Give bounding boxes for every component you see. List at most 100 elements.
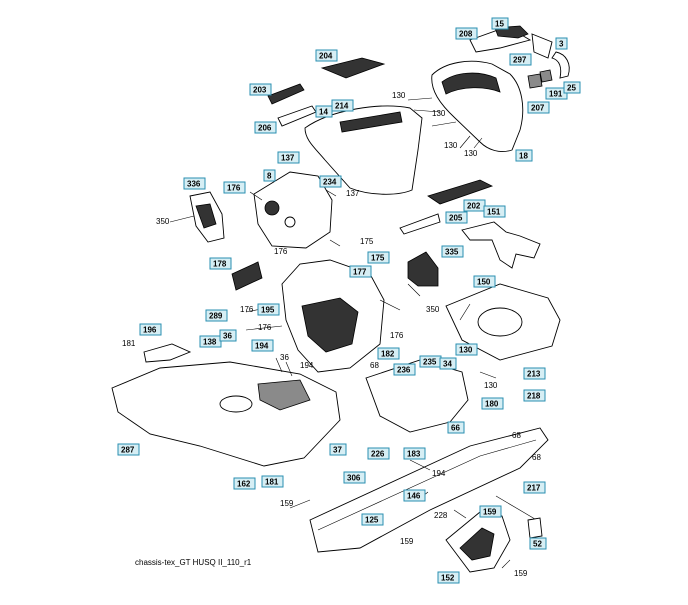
callout-number: 3 [559,40,564,49]
callout-frame [343,471,366,484]
part-side-336-vent [195,203,217,229]
part-callout-box: 335 [441,245,464,258]
callout-frame [509,53,532,66]
callout-plain-number: 68 [512,431,521,440]
part-callout-box: 8 [263,169,276,182]
part-callout-box: 196 [139,323,162,336]
callout-frame [257,303,280,316]
part-panel-204 [320,57,386,79]
part-callout-box: 203 [249,83,272,96]
callout-frame [254,121,277,134]
callout-number: 15 [495,20,504,29]
part-callout-box: 218 [523,389,546,402]
callout-plain-number: 181 [122,339,136,348]
callout-number: 183 [407,450,421,459]
part-callout-box: 125 [361,513,384,526]
callout-number: 152 [441,574,455,583]
part-callout-box: 159 [479,505,502,518]
part-footplate-37 [111,361,341,467]
callout-number: 202 [467,202,481,211]
callout-number: 138 [203,338,217,347]
callout-plain-number: 68 [370,361,379,370]
boxed-callouts: 1520832972042032141420619120725137823418… [117,17,581,584]
callout-frame [455,343,478,356]
part-callout-box: 213 [523,367,546,380]
part-callout-box: 183 [403,447,426,460]
part-callout-box: 14 [315,105,333,118]
callout-frame [315,49,338,62]
callout-frame [183,177,206,190]
callout-plain-number: 130 [484,381,498,390]
callout-number: 146 [407,492,421,501]
part-callout-box: 235 [419,355,442,368]
part-callout-box: 214 [331,99,354,112]
callout-frame [233,477,256,490]
part-callout-box: 52 [529,537,547,550]
part-strip-205 [399,213,441,235]
callout-frame [523,481,546,494]
callout-number: 306 [347,474,361,483]
part-callout-box: 181 [261,475,284,488]
callout-frame [447,421,465,434]
callout-frame [437,571,460,584]
callout-frame [439,357,457,370]
part-dash-knob [284,216,296,228]
callout-plain-number: 130 [432,109,446,118]
part-grille-178 [231,261,263,291]
callout-number: 208 [459,30,473,39]
part-plate-hole [477,307,523,337]
callout-frame [349,265,372,278]
callout-number: 235 [423,358,437,367]
callout-frame [251,339,274,352]
callout-frame [377,347,400,360]
part-callout-box: 297 [509,53,532,66]
part-clip-207 [527,73,543,89]
part-callout-box: 15 [491,17,509,30]
callout-frame [403,489,426,502]
part-console-inset [301,297,359,353]
callout-number: 194 [255,342,269,351]
part-panel-206 [277,105,317,127]
callout-frame [329,443,347,456]
callout-number: 203 [253,86,267,95]
part-callout-box: 3 [555,37,568,50]
callout-number: 177 [353,268,367,277]
callout-frame [249,83,272,96]
part-callout-box: 208 [455,27,478,40]
callout-frame [209,257,232,270]
callout-number: 37 [333,446,342,455]
part-callout-box: 234 [319,175,342,188]
callout-frame [479,505,502,518]
callout-plain-number: 68 [532,453,541,462]
callout-number: 234 [323,178,337,187]
part-callout-box: 137 [277,151,300,164]
part-callout-box: 162 [233,477,256,490]
callout-frame [481,397,504,410]
callout-frame [263,169,276,182]
callout-plain-number: 159 [280,499,294,508]
callout-number: 8 [267,172,272,181]
callout-plain-number: 137 [346,189,360,198]
part-callout-box: 177 [349,265,372,278]
part-rod-217 [495,495,541,523]
callout-number: 336 [187,180,201,189]
callout-plain-number: 130 [464,149,478,158]
callout-frame [523,389,546,402]
callout-number: 236 [397,366,411,375]
callout-number: 176 [227,184,241,193]
part-callout-box: 180 [481,397,504,410]
callout-number: 52 [533,540,542,549]
callout-frame [455,27,478,40]
callout-plain-number: 194 [300,361,314,370]
part-clip-191 [539,69,553,83]
callout-frame [367,447,390,460]
callout-number: 297 [513,56,527,65]
callout-plain-number: 159 [400,537,414,546]
callout-frame [527,101,550,114]
callout-number: 36 [223,332,232,341]
callout-frame [319,175,342,188]
callout-plain-number: 36 [280,353,289,362]
callout-number: 214 [335,102,349,111]
